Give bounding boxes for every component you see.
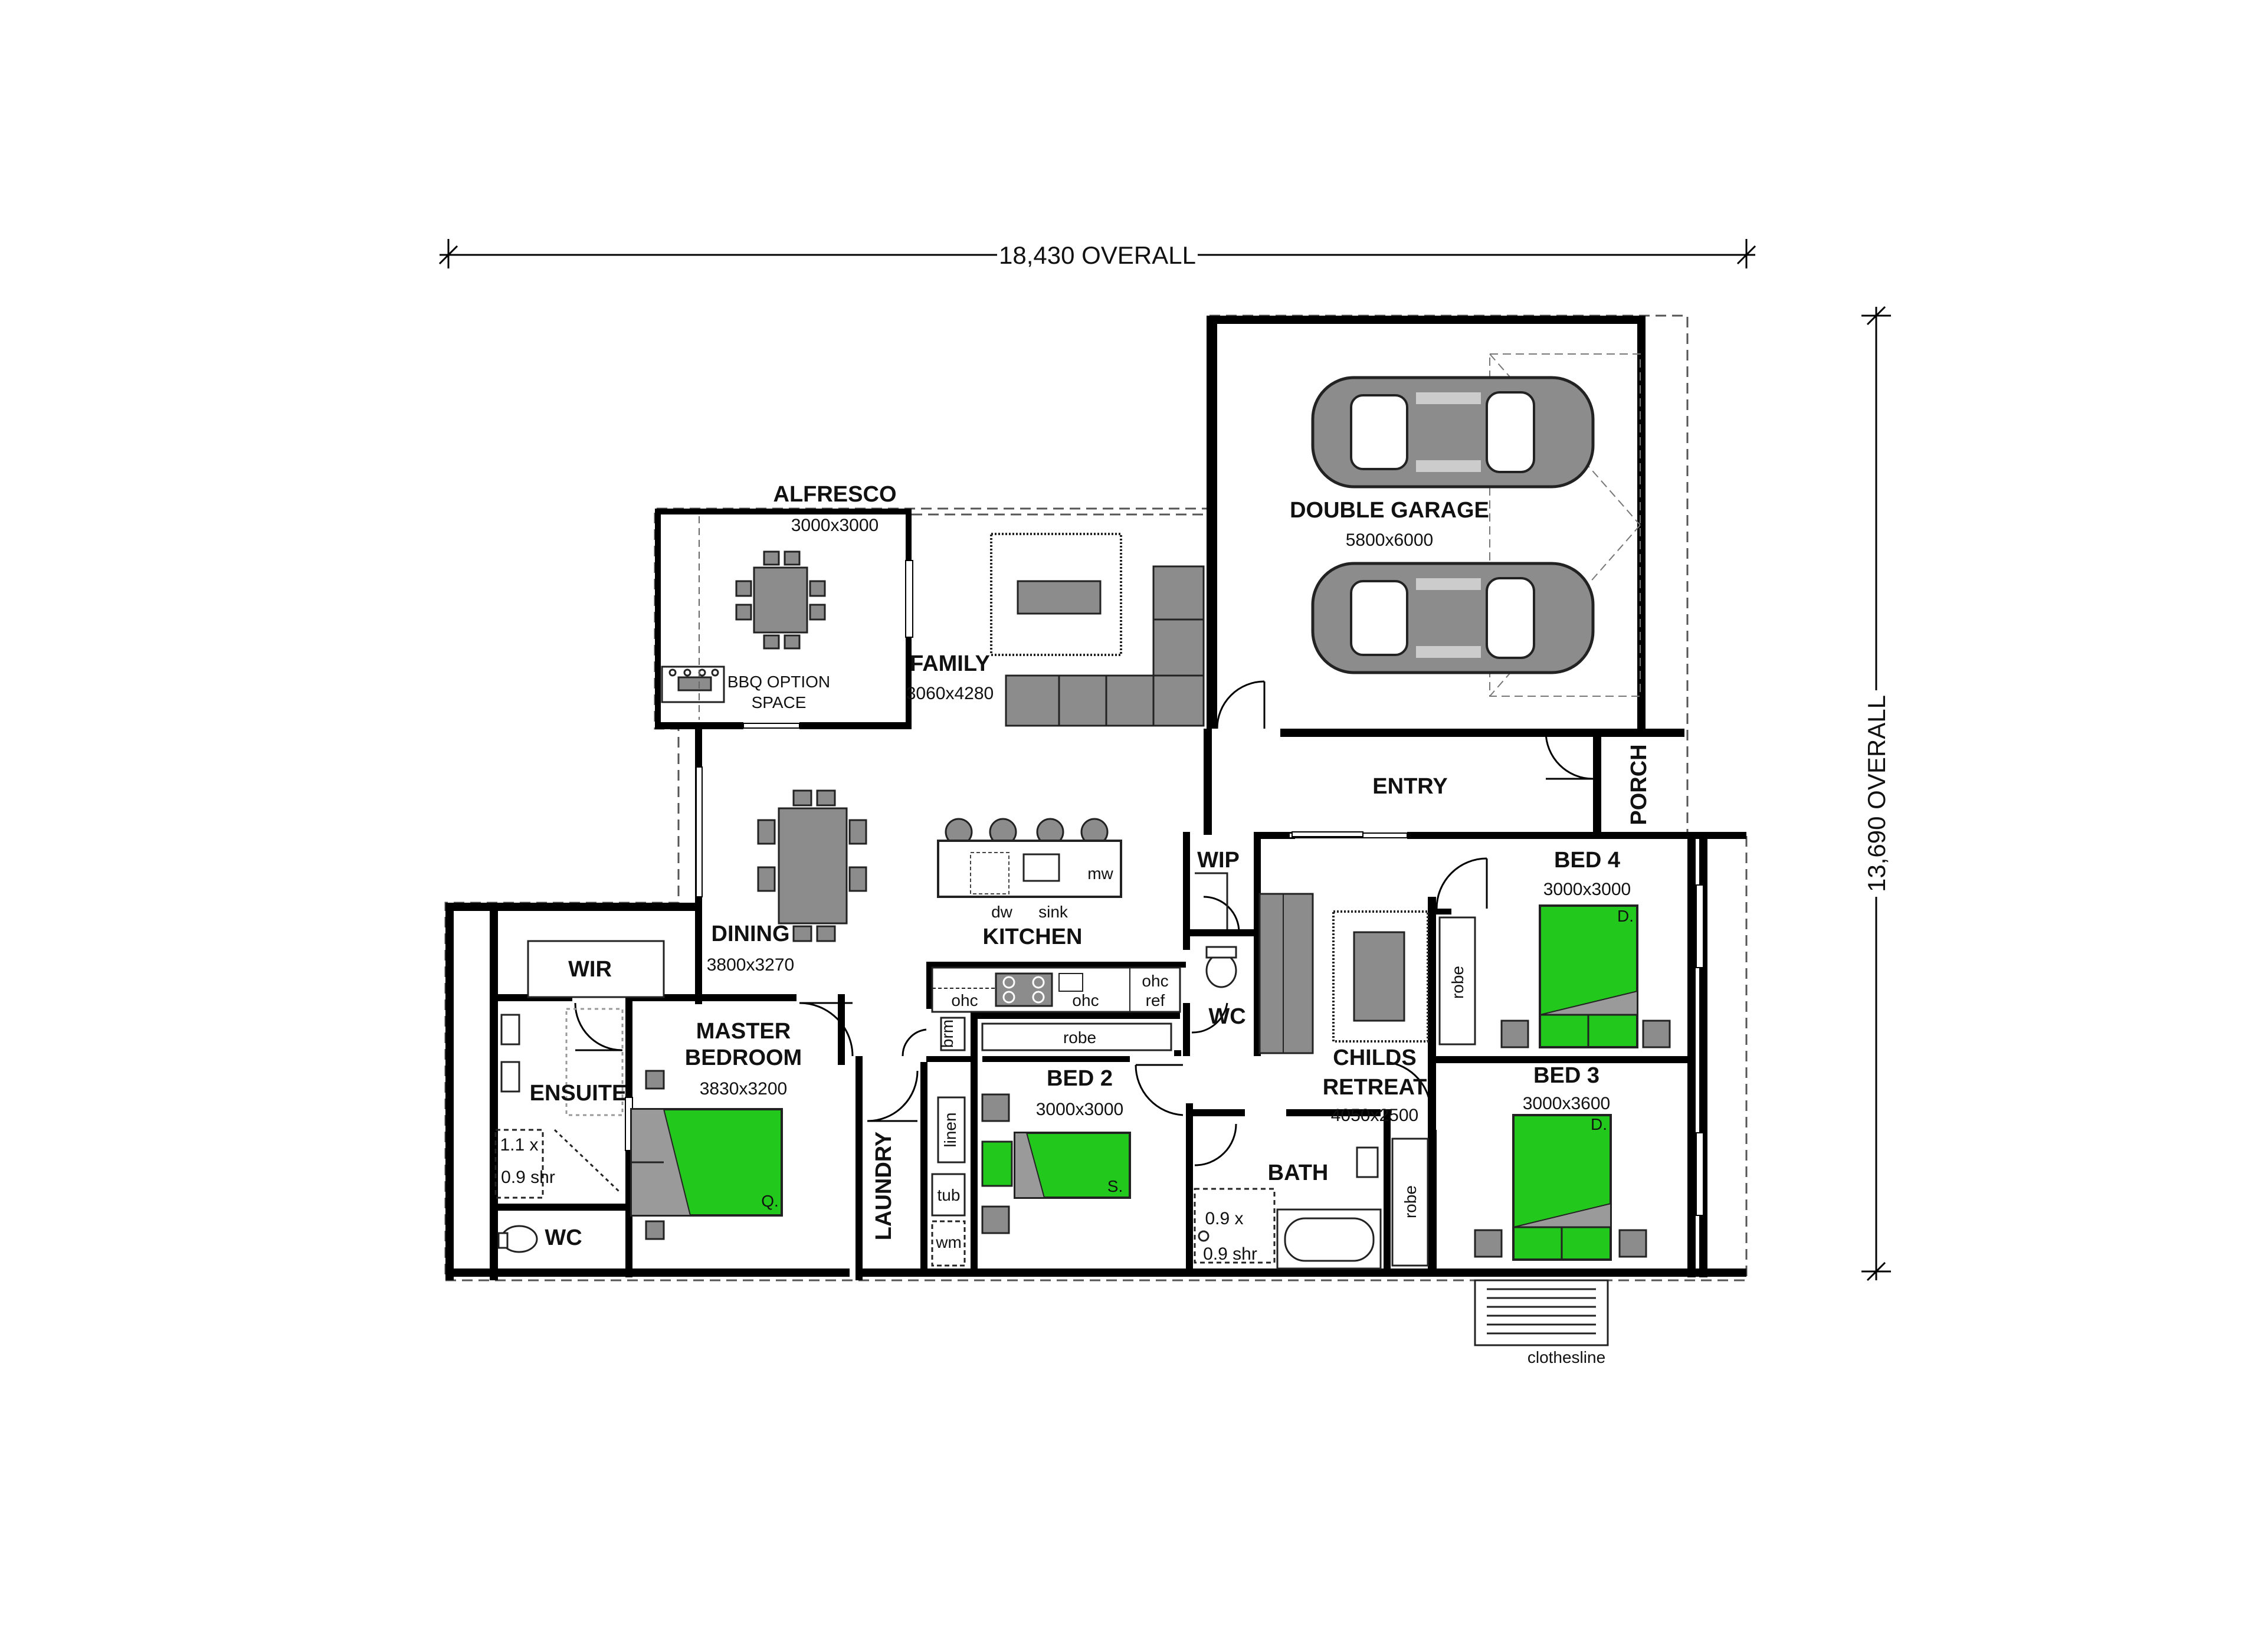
childs-line2: RETREAT [1323,1075,1427,1100]
bed2-size: 3000x3000 [1036,1100,1123,1119]
brm-label: brm [938,1020,956,1048]
ens-shower-line2: 0.9 shr [501,1168,555,1187]
wc-toilet [1205,946,1237,988]
bath-name: BATH [1268,1161,1329,1185]
clothesline-icon [1474,1279,1609,1346]
robe-bath-label: robe [1401,1185,1420,1218]
bath-shower-line2: 0.9 shr [1203,1244,1257,1264]
master-bed [630,1070,783,1240]
alfresco-name: ALFRESCO [773,482,897,507]
sink-label: sink [1038,903,1068,921]
kitchen-bench [931,966,1181,1013]
family-name: FAMILY [910,651,990,676]
family-rug-table [990,533,1122,656]
bed3-bed-label: D. [1591,1115,1607,1133]
bed2-name: BED 2 [1047,1066,1113,1091]
robe-bed4-label: robe [1448,966,1467,999]
bed3-name: BED 3 [1533,1063,1599,1088]
family-size: 3060x4280 [906,684,994,703]
linen-label: linen [941,1112,959,1147]
ensuite-wc-name: WC [545,1225,582,1250]
overall-width-label: 18,430 OVERALL [999,241,1196,269]
bed2-bed-label: S. [1107,1177,1123,1195]
alfresco-size: 3000x3000 [791,516,879,535]
bath-fixtures [1194,1146,1382,1270]
overall-width-dimension [438,239,1756,268]
ohc-label-3: ohc [1142,972,1168,990]
overall-height-label: 13,690 OVERALL [1863,695,1890,892]
bed3-bed [1474,1114,1647,1261]
dining-name: DINING [712,922,790,946]
doors [574,680,1594,1166]
kitchen-island [937,818,1122,898]
wc-name: WC [1208,1004,1245,1029]
childs-line1: CHILDS [1333,1045,1416,1070]
garage-size: 5800x6000 [1346,530,1433,550]
entry-name: ENTRY [1372,774,1447,799]
alfresco-table-set [735,550,826,650]
laundry-name: LAUNDRY [871,1132,896,1240]
overall-height-dimension [1861,306,1891,1281]
bed3-size: 3000x3600 [1523,1094,1610,1113]
bath-robe [1391,1138,1429,1267]
ensuite-fixtures [494,1008,624,1253]
bed4-bed-label: D. [1617,907,1634,925]
master-bed-label: Q. [761,1192,779,1210]
bath-shower-line1: 0.9 x [1205,1209,1243,1228]
dw-label: dw [991,903,1013,921]
bed4-robe [1438,916,1476,1045]
mw-label: mw [1087,864,1113,883]
ohc-label-1: ohc [951,991,978,1009]
master-line1: MASTER [696,1019,791,1044]
wip-shelves [1195,872,1228,929]
master-size: 3830x3200 [700,1079,787,1099]
walls [445,316,1746,1280]
master-line2: BEDROOM [685,1045,802,1070]
wir-name: WIR [568,957,612,982]
garage-name: DOUBLE GARAGE [1290,498,1489,523]
bed4-name: BED 4 [1554,848,1620,873]
wip-name: WIP [1197,848,1240,873]
sliding-doors [625,560,1704,1216]
childs-retreat-furniture [1258,893,1429,1054]
bbq-icon [661,666,725,703]
family-sofa [1005,565,1205,727]
tub-label: tub [938,1186,961,1204]
dining-size: 3800x3270 [707,955,794,975]
bed2-bed [981,1093,1131,1234]
kitchen-name: KITCHEN [983,925,1083,949]
clothesline-label: clothesline [1528,1348,1605,1366]
ref-label: ref [1146,991,1165,1009]
laundry-fixtures [931,1017,966,1267]
ensuite-name: ENSUITE [530,1081,627,1106]
dining-table-set [757,789,867,942]
porch-name: PORCH [1627,744,1651,825]
ens-shower-line1: 1.1 x [500,1135,538,1155]
wir-outline [527,940,665,998]
car-1 [1311,376,1595,489]
ohc-label-2: ohc [1072,991,1099,1009]
robe-bed2-label: robe [1063,1028,1096,1047]
bbq-line1: BBQ OPTION [727,673,830,691]
wm-label: wm [935,1233,962,1251]
bed2-robe [981,1022,1172,1051]
car-2 [1311,562,1595,674]
bbq-line2: SPACE [752,693,807,712]
bed4-bed [1500,904,1671,1048]
childs-size: 4050x2500 [1331,1106,1418,1125]
bed4-size: 3000x3000 [1543,880,1631,899]
